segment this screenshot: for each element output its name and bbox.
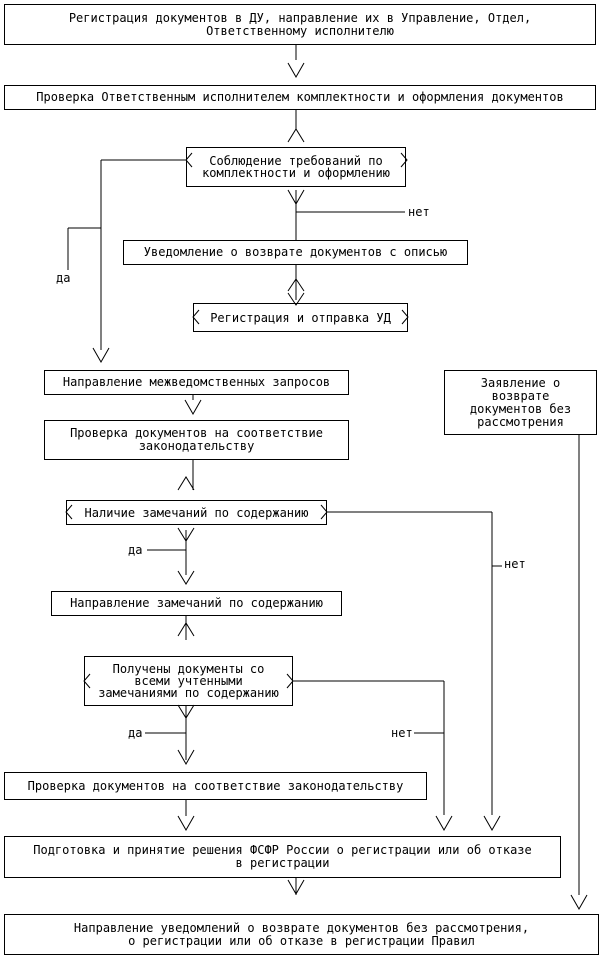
node-decision-making: Подготовка и принятие решения ФСФР Росси… — [4, 836, 561, 878]
node-register-send: Регистрация и отправка УД — [193, 303, 408, 332]
label-no-1: нет — [408, 205, 430, 219]
node-notifications: Направление уведомлений о возврате докум… — [4, 914, 599, 955]
node-check-legislation-1: Проверка документов на соответствие зако… — [44, 420, 349, 460]
label-no-3: нет — [391, 726, 413, 740]
node-interagency: Направление межведомственных запросов — [44, 370, 349, 395]
label-yes-3: да — [128, 726, 143, 740]
decision-remarks: Наличие замечаний по содержанию — [66, 500, 327, 525]
node-registration: Регистрация документов в ДУ, направление… — [4, 4, 596, 45]
node-notice-return: Уведомление о возврате документов с опис… — [123, 240, 468, 265]
label-yes-1: да — [56, 271, 71, 285]
label-no-2: нет — [504, 557, 526, 571]
decision-received: Получены документы со всеми учтенными за… — [84, 656, 293, 706]
node-withdraw-application: Заявление о возврате документов без расс… — [444, 370, 597, 435]
node-check-completeness: Проверка Ответственным исполнителем комп… — [4, 85, 596, 110]
decision-requirements: Соблюдение требований по комплектности и… — [186, 147, 406, 187]
label-yes-2: да — [128, 543, 143, 557]
node-send-remarks: Направление замечаний по содержанию — [51, 591, 342, 616]
node-check-legislation-2: Проверка документов на соответствие зако… — [4, 772, 427, 800]
